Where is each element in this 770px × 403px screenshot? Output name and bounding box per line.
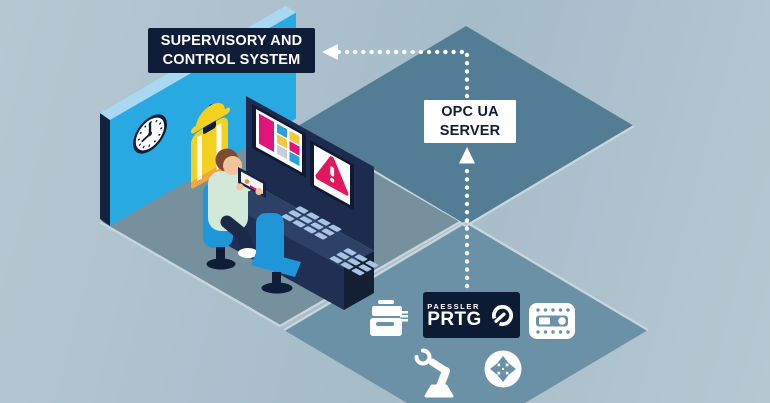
- arrow-opcua-to-scada: [335, 49, 470, 99]
- plc-device-icon: [529, 303, 575, 339]
- prtg-logo-text: PAESSLER PRTG: [427, 302, 481, 329]
- warning-triangle-icon: [310, 140, 354, 211]
- wall-side-face: [100, 113, 110, 226]
- supervisory-label-line1: SUPERVISORY AND: [160, 32, 303, 49]
- arrow-up-head: [459, 147, 475, 164]
- prtg-product: PRTG: [427, 308, 482, 330]
- keyboard-b: [329, 248, 379, 276]
- dashboard-screen-icon: [252, 103, 306, 178]
- router-icon: [484, 350, 522, 388]
- operator-person: [208, 148, 266, 258]
- robot-arm-icon: [414, 348, 454, 398]
- supervisory-control-system-label: SUPERVISORY AND CONTROL SYSTEM: [148, 28, 315, 73]
- opc-ua-server-label: OPC UA SERVER: [424, 100, 516, 143]
- prtg-brand: PAESSLER: [427, 301, 480, 311]
- connection-arrows: [322, 44, 475, 289]
- prtg-logo-box: PAESSLER PRTG: [423, 292, 520, 338]
- operator-at-desk: [203, 148, 301, 294]
- hard-hat-icon: [191, 103, 230, 134]
- printer-icon: [370, 300, 408, 336]
- keyboard-a: [281, 206, 342, 240]
- supervisory-label-line2: CONTROL SYSTEM: [162, 51, 301, 68]
- opcua-label-line2: SERVER: [439, 122, 501, 139]
- gauge-icon: [491, 304, 513, 326]
- opcua-label-line1: OPC UA: [441, 103, 499, 120]
- empty-chair: [251, 213, 301, 294]
- device-icons: [370, 300, 575, 398]
- arrow-left-head: [322, 44, 338, 60]
